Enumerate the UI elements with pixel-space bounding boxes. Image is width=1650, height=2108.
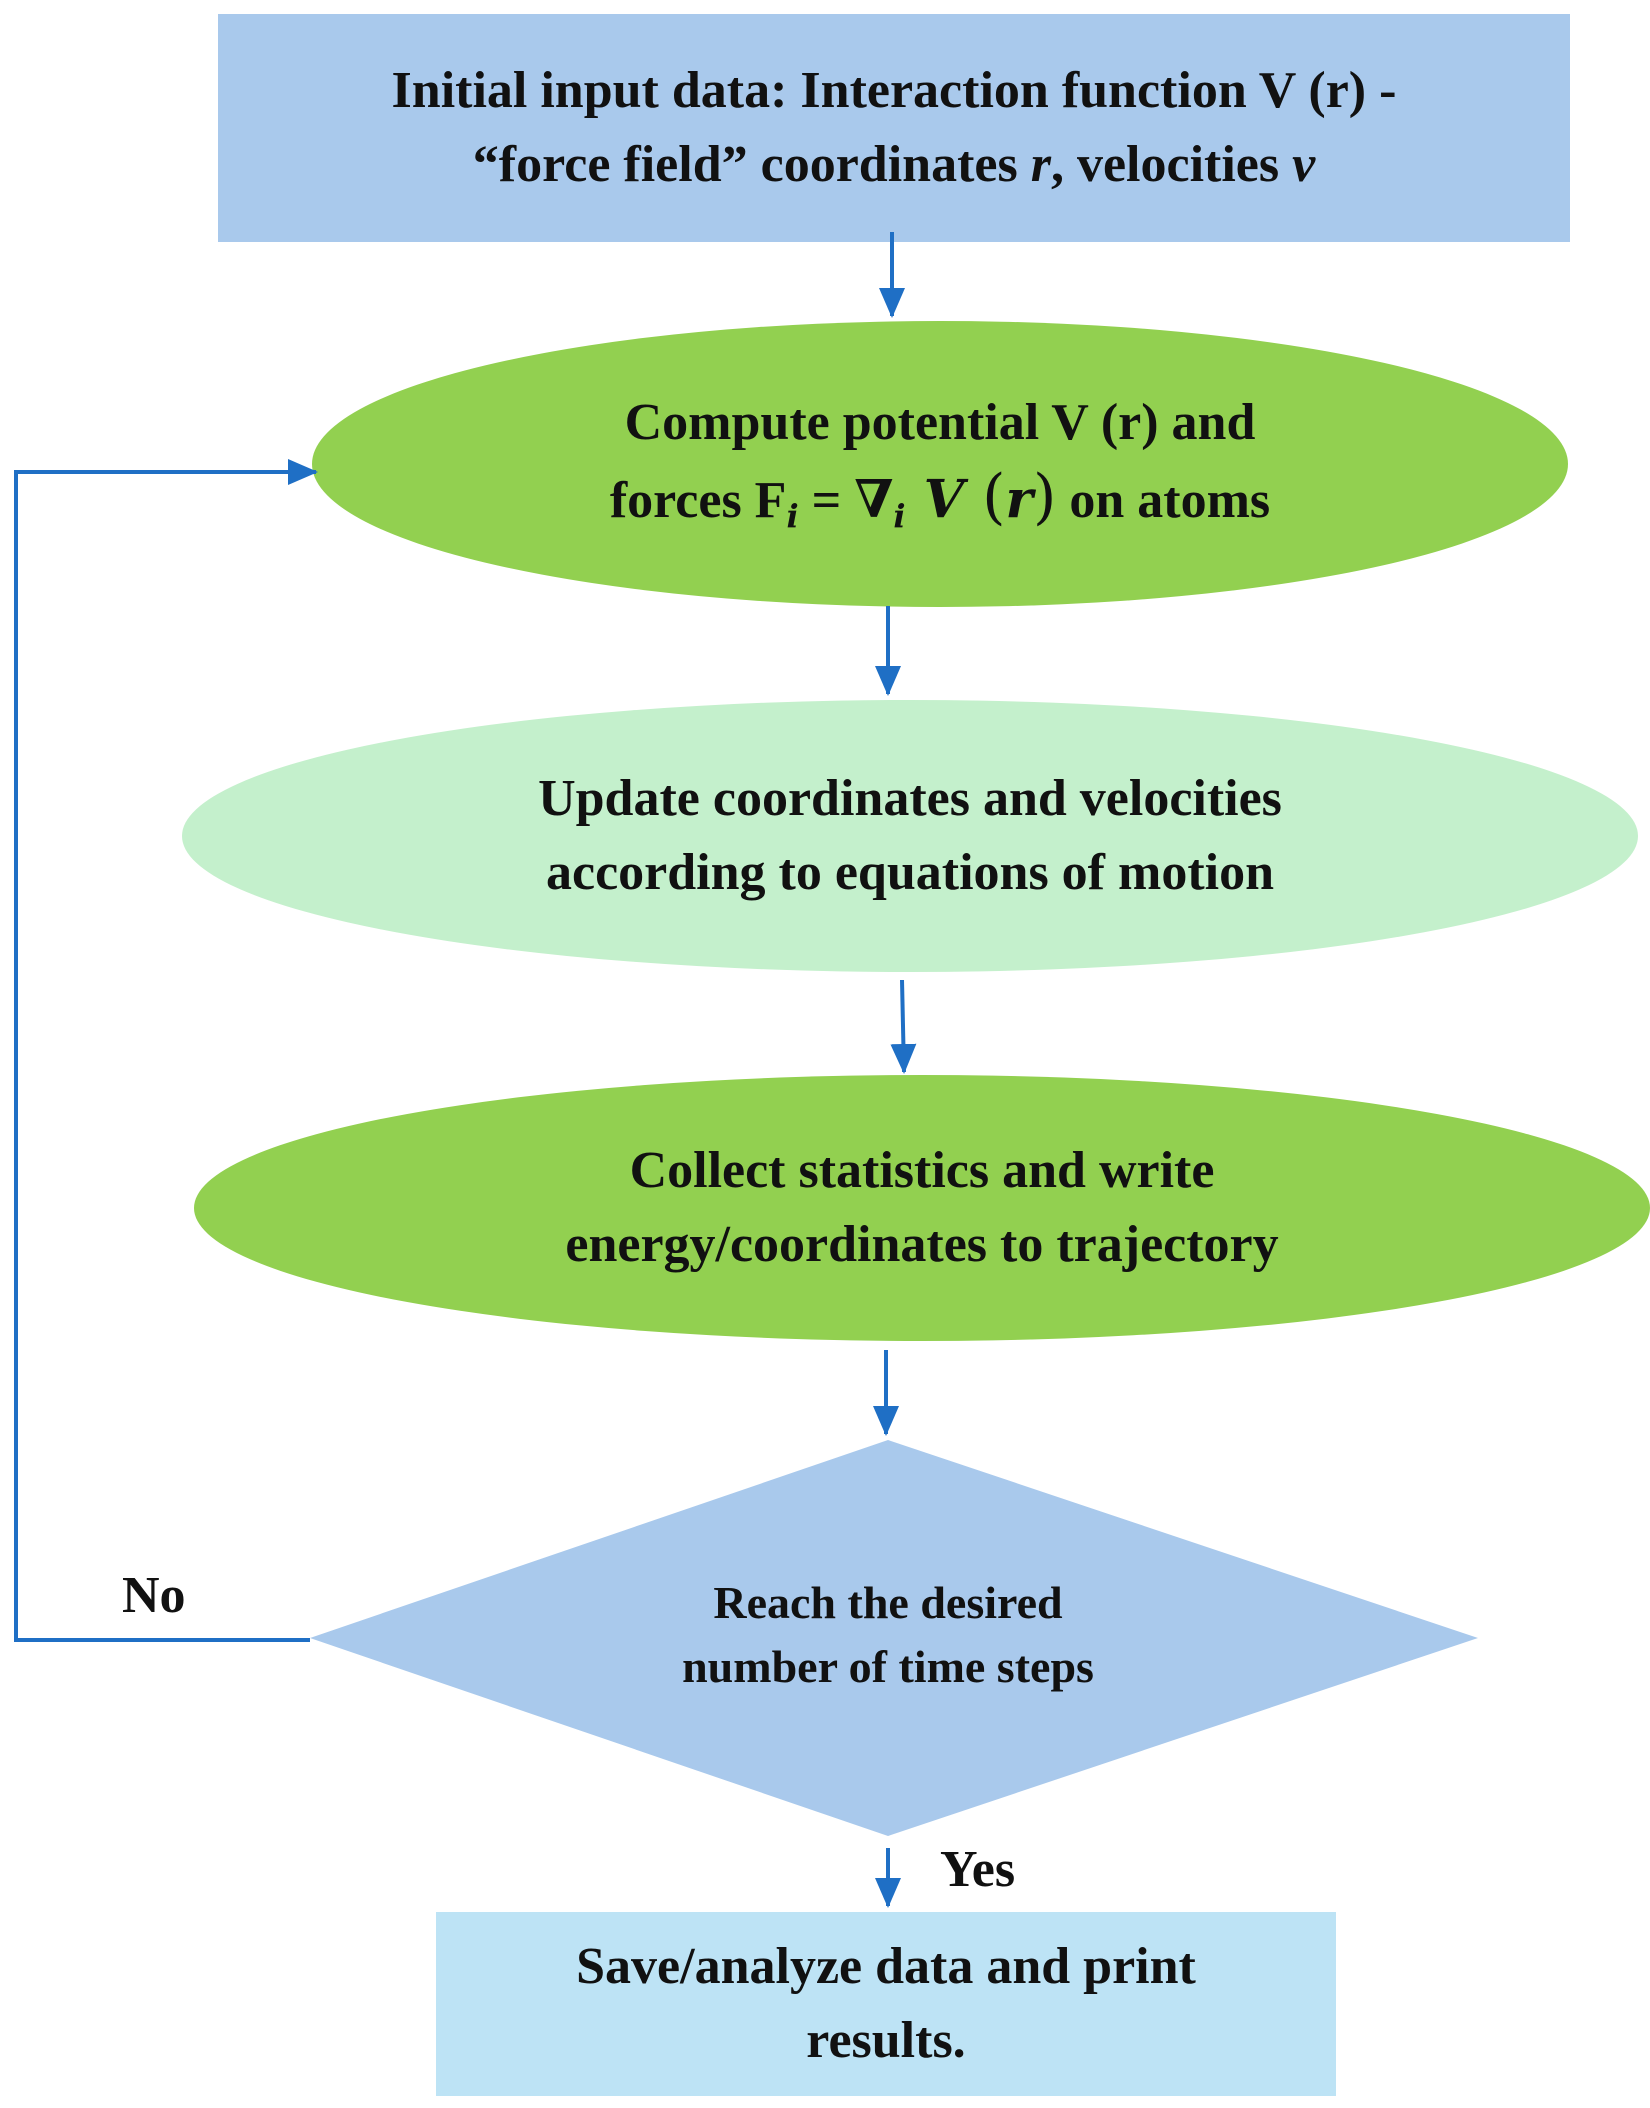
compute-line-2: forces Fi = ∇i V (r) on atoms (610, 460, 1270, 538)
compute-line-1: Compute potential V (r) and (624, 394, 1256, 451)
output-box (436, 1912, 1336, 2096)
coordinate-symbol: r (1030, 136, 1051, 193)
input-box (218, 14, 1570, 242)
update-line-2: according to equations of motion (546, 844, 1274, 901)
update-line-1: Update coordinates and velocities (538, 770, 1282, 827)
update-ellipse (182, 700, 1638, 972)
equals-sign: = (798, 472, 855, 529)
compute-ellipse (312, 321, 1568, 607)
input-line-1: Initial input data: Interaction function… (391, 62, 1397, 119)
collect-line-2: energy/coordinates to trajectory (565, 1216, 1279, 1273)
compute-on-atoms: on atoms (1056, 472, 1271, 529)
output-line-1: Save/analyze data and print (576, 1938, 1196, 1995)
nabla-symbol: ∇ (854, 469, 894, 530)
update-ellipse-text: Update coordinates and velocities accord… (182, 726, 1638, 946)
yes-label: Yes (940, 1841, 1016, 1898)
force-subscript: i (786, 497, 799, 535)
potential-symbol: V (905, 469, 983, 530)
compute-ellipse-text: Compute potential V (r) and forces Fi = … (312, 352, 1568, 572)
decision-diamond-text: Reach the desired number of time steps (510, 1560, 1266, 1710)
input-box-text: Initial input data: Interaction function… (218, 14, 1570, 242)
position-symbol: r (1005, 469, 1033, 530)
right-paren: ) (1032, 462, 1057, 532)
collect-ellipse-text: Collect statistics and write energy/coor… (194, 1098, 1650, 1318)
arrow-no-loop (14, 459, 318, 1642)
input-line-2-text: “force field” coordinates (472, 136, 1031, 193)
input-line-2: “force field” coordinates r, velocities … (473, 128, 1315, 202)
velocity-symbol: v (1292, 136, 1316, 193)
collect-line-1: Collect statistics and write (629, 1142, 1215, 1199)
left-paren: ( (982, 462, 1006, 532)
nabla-subscript: i (893, 497, 906, 535)
output-line-2: results. (806, 2012, 966, 2069)
input-line-2-mid: , velocities (1050, 136, 1293, 193)
output-box-text: Save/analyze data and print results. (436, 1912, 1336, 2096)
decision-diamond (310, 1440, 1478, 1836)
compute-forces-text: forces F (609, 472, 787, 529)
decision-line-1: Reach the desired (713, 1577, 1063, 1628)
decision-line-2: number of time steps (682, 1641, 1094, 1692)
arrow-update-to-collect (890, 979, 917, 1074)
no-label: No (122, 1567, 186, 1624)
collect-ellipse (194, 1075, 1650, 1341)
